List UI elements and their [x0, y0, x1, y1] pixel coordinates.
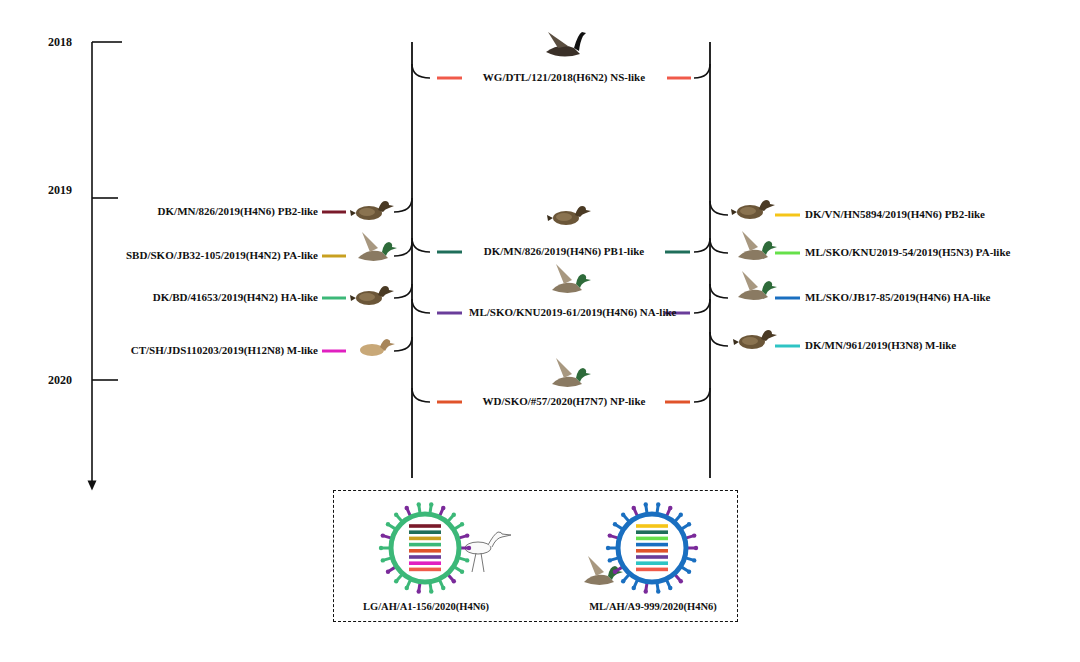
segment-label: ML/SKO/KNU2019-61/2019(H4N6) NA-like [469, 306, 659, 319]
year-label: 2020 [48, 373, 72, 387]
segment-label: ML/SKO/JB17-85/2019(H4N6) HA-like [805, 291, 990, 304]
segment-label: CT/SH/JDS110203/2019(H12N8) M-like [131, 344, 318, 357]
tick [92, 379, 118, 381]
segment-label: DK/MN/826/2019(H4N6) PB1-like [484, 245, 644, 258]
segment-label: DK/MN/826/2019(H4N6) PB2-like [158, 205, 318, 218]
tick [92, 41, 122, 43]
bracket-arcs [394, 64, 728, 402]
dashed-box: LG/AH/A1-156/2020(H4N6) ML/AH/A9-999/2020… [333, 490, 738, 622]
segment-label: WG/DTL/121/2018(H6N2) NS-like [483, 71, 645, 84]
segment-label: SBD/SKO/JB32-105/2019(H4N2) PA-like [126, 249, 318, 262]
segment-label: ML/SKO/KNU2019-54/2019(H5N3) PA-like [805, 246, 1010, 259]
year-label: 2019 [48, 183, 72, 197]
segment-label: DK/MN/961/2019(H3N8) M-like [805, 339, 956, 352]
virus-illustrations [379, 502, 698, 594]
segment-label: DK/VN/HN5894/2019(H4N6) PB2-like [805, 208, 985, 221]
strain-name: ML/AH/A9-999/2020(H4N6) [589, 601, 717, 614]
strain-name: LG/AH/A1-156/2020(H4N6) [363, 601, 489, 614]
year-label: 2018 [48, 35, 72, 49]
tick [92, 197, 118, 199]
bird-icons [350, 32, 777, 585]
segment-label: WD/SKO/#57/2020(H7N7) NP-like [483, 395, 646, 408]
timeline-axis [91, 42, 93, 486]
lineage-line [709, 42, 711, 478]
segment-label: DK/BD/41653/2019(H4N2) HA-like [153, 291, 318, 304]
segment-dashes [322, 78, 800, 402]
lineage-line [411, 42, 413, 478]
